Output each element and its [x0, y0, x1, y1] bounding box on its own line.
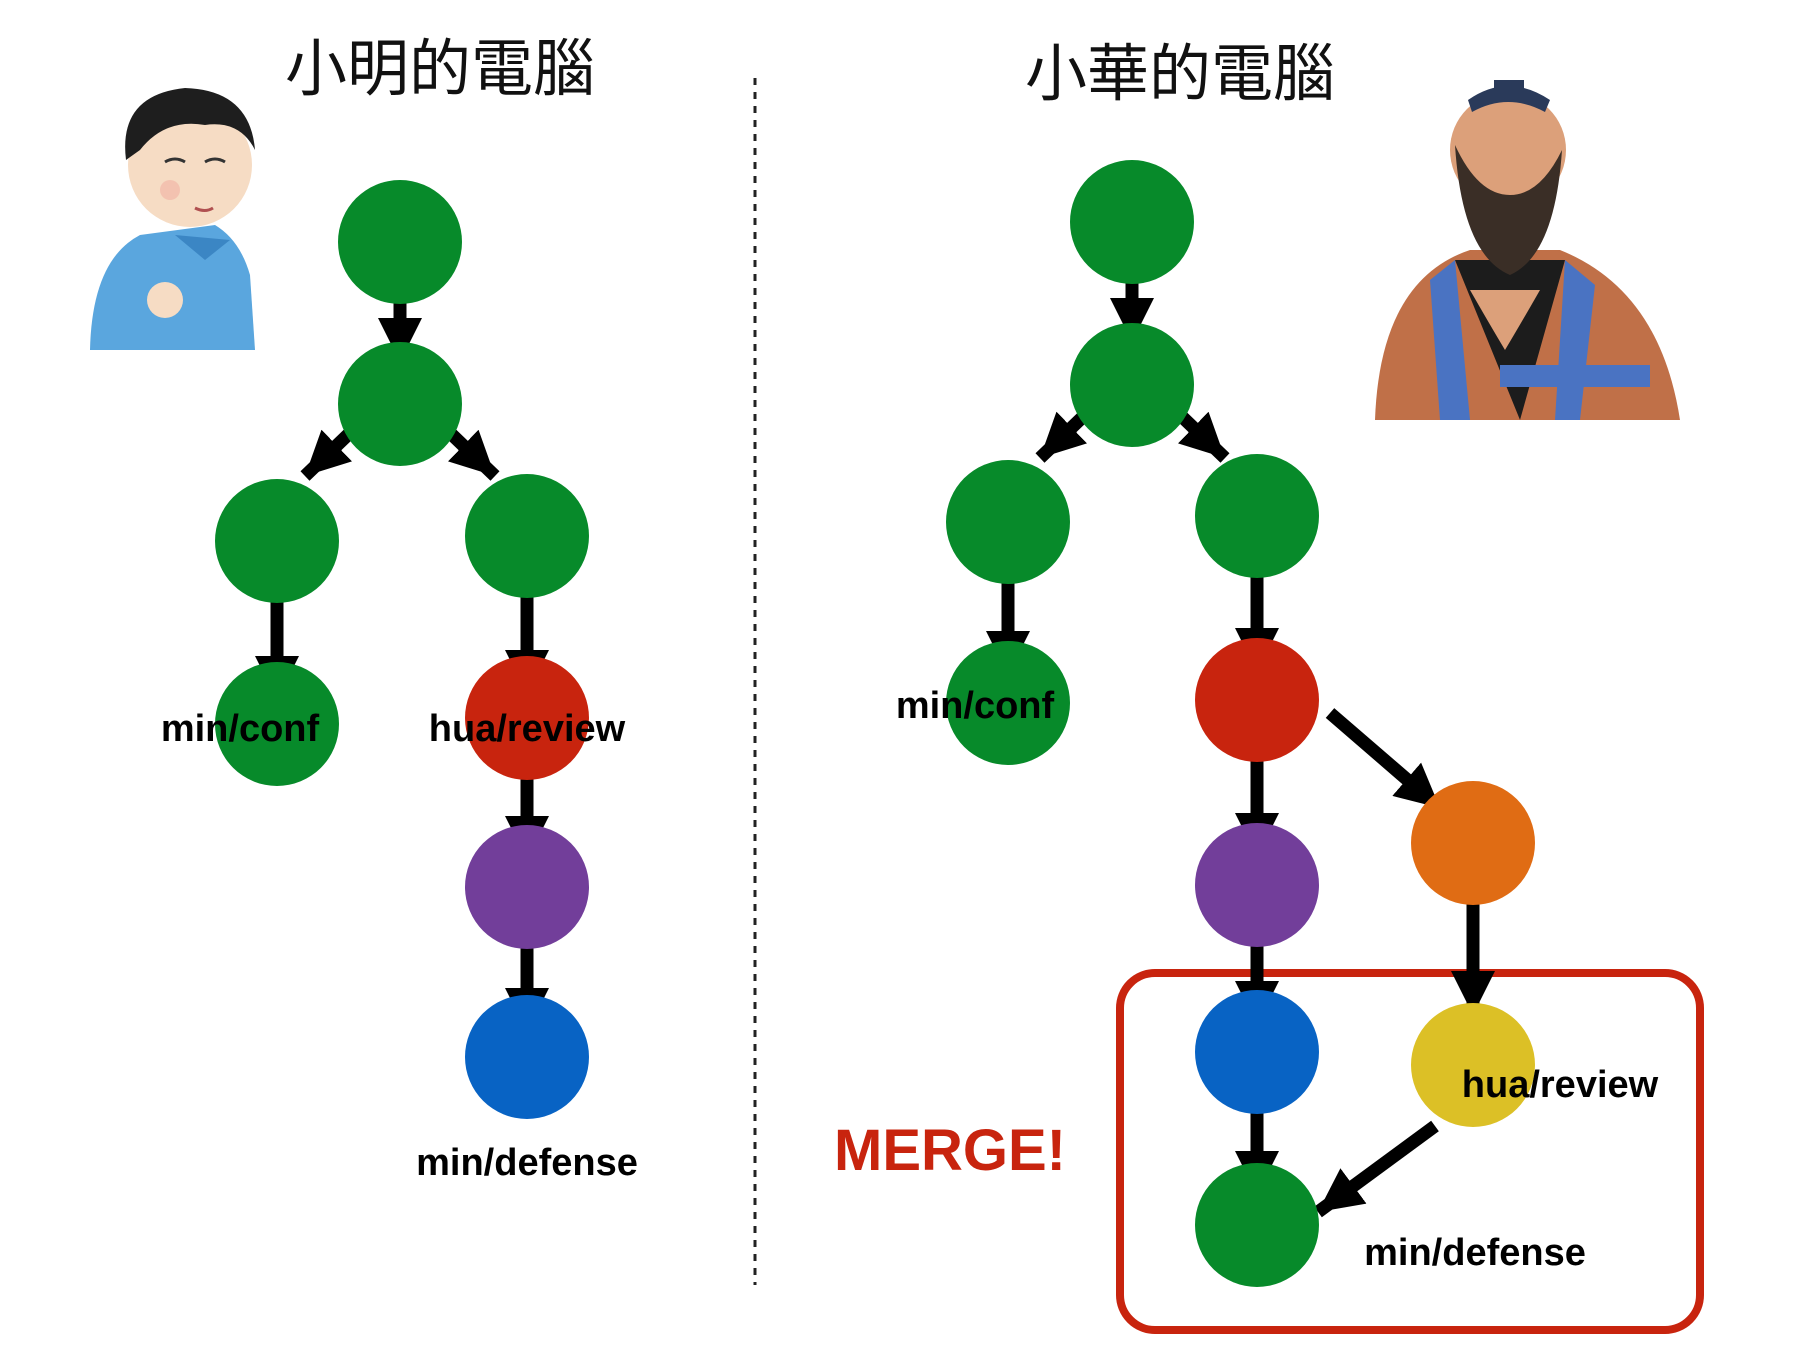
- edge: [440, 423, 500, 481]
- commit-node: [338, 180, 462, 304]
- boy-illustration-icon: [90, 88, 255, 350]
- commit-node: [1195, 638, 1319, 762]
- commit-node: [1195, 990, 1319, 1114]
- edge: [1325, 708, 1445, 813]
- commit-node: [1195, 823, 1319, 947]
- commit-node: [465, 474, 589, 598]
- right-label-hua-review: hua/review: [1462, 1064, 1659, 1106]
- commit-node: [1195, 1163, 1319, 1287]
- left-heading: 小明的電腦: [285, 32, 595, 105]
- right-label-min-defense: min/defense: [1364, 1232, 1586, 1274]
- edge: [300, 423, 360, 481]
- right-label-min-conf: min/conf: [896, 685, 1055, 727]
- commit-node: [215, 479, 339, 603]
- commit-node: [946, 460, 1070, 584]
- commit-node: [946, 641, 1070, 765]
- edge: [1314, 1120, 1439, 1218]
- left-label-hua-review: hua/review: [429, 708, 626, 750]
- left-nodes: [215, 180, 589, 1119]
- confucius-illustration-icon: [1375, 80, 1680, 420]
- right-nodes: [946, 160, 1535, 1287]
- commit-node: [338, 342, 462, 466]
- commit-node: [1411, 1003, 1535, 1127]
- commit-node: [465, 995, 589, 1119]
- right-heading: 小華的電腦: [1025, 37, 1335, 110]
- left-label-min-conf: min/conf: [161, 708, 320, 750]
- merge-box: [1116, 969, 1704, 1334]
- commit-node: [465, 825, 589, 949]
- commit-node: [1070, 160, 1194, 284]
- commit-node: [465, 656, 589, 780]
- merge-label: MERGE!: [834, 1118, 1066, 1183]
- left-label-min-defense: min/defense: [416, 1142, 638, 1184]
- commit-node: [1070, 323, 1194, 447]
- commit-node: [1411, 781, 1535, 905]
- commit-node: [1195, 454, 1319, 578]
- commit-node: [215, 662, 339, 786]
